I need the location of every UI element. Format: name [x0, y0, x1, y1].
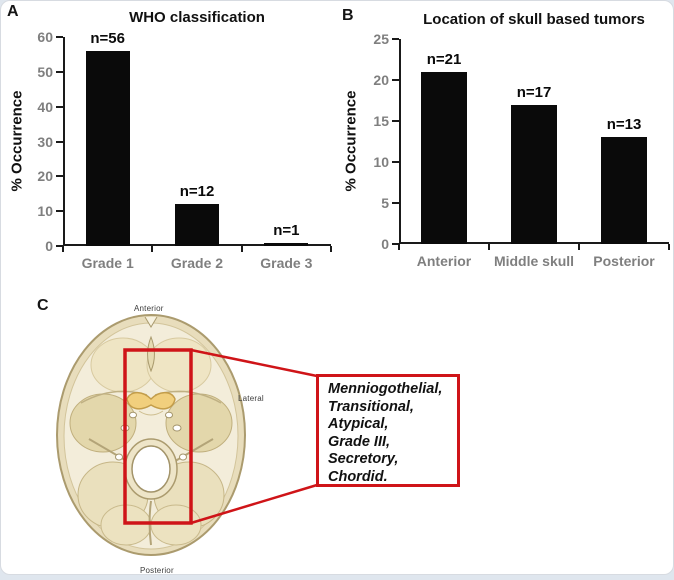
- panel-b-letter: B: [342, 7, 354, 24]
- highlight-overlay: [123, 348, 318, 525]
- y-tick-label: 20: [37, 168, 53, 185]
- chart-title: Location of skull based tumors: [423, 11, 645, 28]
- callout-text-line: Atypical,: [328, 416, 389, 432]
- callout-text-line: Menniogothelial,: [328, 381, 443, 397]
- x-tick-mark: [668, 244, 670, 250]
- bar-value-label: n=13: [606, 116, 642, 134]
- x-tick-mark: [240, 246, 243, 252]
- x-tick-mark: [330, 246, 332, 252]
- x-tick-mark: [488, 244, 490, 250]
- y-tick-mark: [392, 120, 399, 122]
- y-tick-label: 25: [373, 31, 389, 47]
- y-tick-mark: [392, 79, 399, 81]
- y-tick-label: 50: [37, 63, 53, 80]
- y-tick-label: 10: [37, 203, 53, 220]
- x-tick-mark: [62, 246, 64, 252]
- y-tick-mark: [56, 105, 63, 108]
- posterior-label: Posterior: [140, 566, 174, 575]
- panel-c-skull-diagram: C: [1, 289, 674, 576]
- y-tick-label: 40: [37, 98, 53, 115]
- y-tick-label: 30: [37, 133, 53, 150]
- x-tick-mark: [398, 244, 400, 250]
- bar-grade-1: [85, 50, 130, 246]
- chart-title: WHO classification: [129, 9, 265, 26]
- y-tick-mark: [392, 243, 399, 245]
- y-axis-title: % Occurrence: [342, 90, 360, 192]
- y-tick-mark: [392, 38, 399, 40]
- skull-base-illustration: [56, 314, 246, 556]
- y-tick-label: 60: [37, 29, 53, 45]
- x-category-label-middle-skull: Middle skull: [493, 253, 575, 269]
- bar-value-label: n=56: [90, 29, 125, 47]
- x-category-label-anterior: Anterior: [416, 253, 472, 269]
- y-tick-mark: [56, 210, 63, 213]
- callout-text-line: Grade III,: [328, 433, 391, 450]
- y-tick-label: 10: [373, 154, 389, 170]
- x-category-label-grade-3: Grade 3: [260, 255, 313, 271]
- anterior-label: Anterior: [134, 304, 164, 313]
- x-category-label-grade-1: Grade 1: [81, 255, 134, 271]
- callout-text-line: Secretory,: [328, 451, 399, 467]
- callout-line-top: [190, 348, 318, 378]
- tumor-types-callout-box: Menniogothelial, Transitional, Atypical,…: [316, 374, 460, 487]
- y-tick-label: 15: [373, 113, 389, 129]
- callout-line-bottom: [190, 483, 318, 525]
- bar-middle-skull: [511, 104, 557, 244]
- bar-value-label: n=17: [516, 83, 552, 101]
- x-category-label-posterior: Posterior: [593, 253, 655, 269]
- y-tick-mark: [56, 70, 63, 73]
- bar-anterior: [421, 71, 467, 244]
- y-tick-label: 0: [381, 236, 389, 252]
- x-category-label-grade-2: Grade 2: [170, 255, 224, 271]
- callout-text-line: Chordid.: [328, 468, 388, 485]
- bar-value-label: n=1: [273, 221, 300, 239]
- y-tick-label: 5: [381, 195, 389, 211]
- panel-a-letter: A: [7, 3, 19, 20]
- bar-value-label: n=21: [426, 50, 462, 68]
- y-tick-label: 0: [45, 238, 53, 254]
- x-tick-mark: [151, 246, 154, 252]
- x-tick-mark: [578, 244, 580, 250]
- bar-grade-3: [264, 242, 309, 246]
- panel-b-tumor-location: B Location of skull based tumors % Occur…: [337, 1, 674, 289]
- panel-c-letter: C: [37, 297, 49, 314]
- y-tick-mark: [56, 175, 63, 178]
- callout-text-line: Transitional,: [328, 398, 414, 415]
- bar-value-label: n=12: [179, 183, 215, 201]
- skull-bone-shapes: [56, 314, 246, 556]
- y-tick-mark: [392, 161, 399, 163]
- bar-grade-2: [175, 204, 219, 246]
- y-tick-mark: [56, 36, 63, 38]
- y-tick-mark: [56, 245, 63, 247]
- lateral-label: Lateral: [238, 394, 264, 403]
- y-tick-mark: [56, 140, 63, 143]
- y-tick-mark: [392, 202, 399, 204]
- bar-posterior: [601, 137, 647, 244]
- y-tick-label: 20: [373, 72, 389, 88]
- highlight-rect: [123, 348, 193, 525]
